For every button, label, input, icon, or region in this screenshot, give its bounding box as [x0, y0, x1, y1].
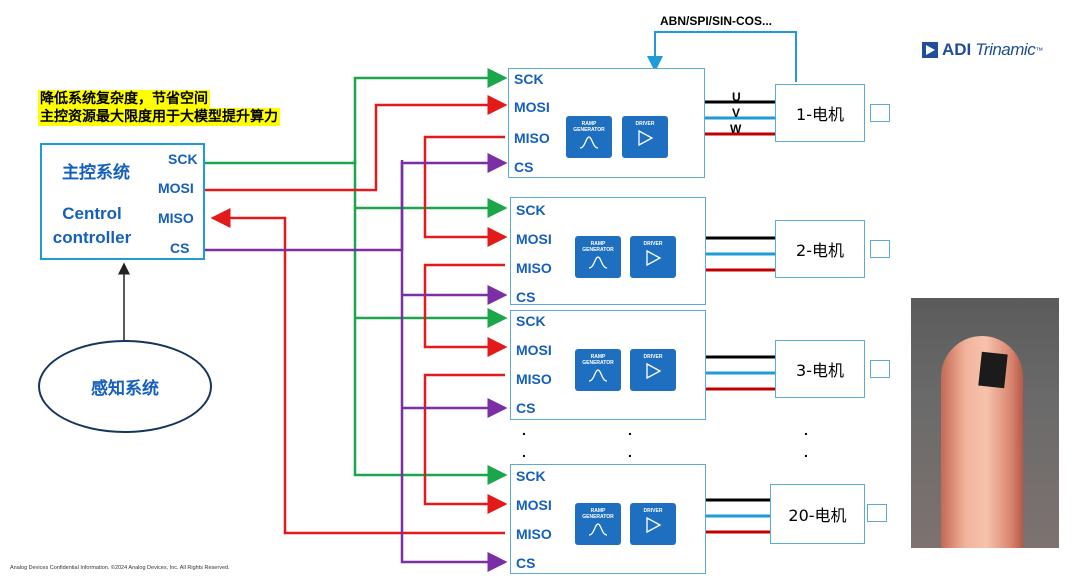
- sensing-system-label: 感知系统: [91, 379, 159, 399]
- ellipsis-dot: .: [628, 422, 632, 438]
- driver20-pin-mosi: MOSI: [516, 497, 552, 513]
- driver1-pin-mosi: MOSI: [514, 99, 550, 115]
- driver-block-3: DRIVER: [630, 349, 676, 391]
- driver-block-20: DRIVER: [630, 503, 676, 545]
- chip-on-finger-photo: [911, 298, 1059, 548]
- driver20-pin-miso: MISO: [516, 526, 552, 542]
- motor-1-shaft: [870, 104, 890, 122]
- controller-pin-mosi: MOSI: [158, 180, 194, 196]
- motor-3-shaft: [870, 360, 890, 378]
- motor-20-shaft: [867, 504, 887, 522]
- logo-tm: ™: [1035, 45, 1044, 55]
- phase-v-label: V: [732, 106, 741, 120]
- ramp-generator-block-3: RAMP GENERATOR: [575, 349, 621, 391]
- driver2-pin-cs: CS: [516, 289, 536, 305]
- motor-1-label: 1-电机: [796, 105, 844, 124]
- ramp-curve-icon: [588, 256, 608, 269]
- controller-title-cn: 主控系统: [62, 163, 130, 183]
- phase-w-label: W: [730, 122, 742, 136]
- phase-u-label: U: [732, 90, 741, 104]
- driver-triangle-icon: [646, 516, 662, 534]
- driver2-pin-mosi: MOSI: [516, 231, 552, 247]
- ramp-curve-icon: [588, 369, 608, 382]
- motor-20-label: 20-电机: [788, 506, 847, 525]
- driver1-pin-miso: MISO: [514, 130, 550, 146]
- motor-3: 3-电机: [775, 340, 865, 398]
- ramp-generator-block-20: RAMP GENERATOR: [575, 503, 621, 545]
- adi-trinamic-logo: ADI Trinamic ™: [922, 40, 1043, 60]
- ramp-generator-block-2: RAMP GENERATOR: [575, 236, 621, 278]
- miso-line: [210, 208, 505, 535]
- motor-1: 1-电机: [775, 84, 865, 142]
- driver2-pin-sck: SCK: [516, 202, 546, 218]
- driver3-pin-miso: MISO: [516, 371, 552, 387]
- ellipsis-dot: .: [522, 444, 526, 460]
- ellipsis-dot: .: [628, 444, 632, 460]
- driver-triangle-icon: [646, 362, 662, 380]
- note-line-2: 主控资源最大限度用于大模型提升算力: [38, 108, 280, 126]
- logo-adi-text: ADI: [942, 40, 972, 59]
- ramp-curve-icon: [588, 523, 608, 536]
- driver1-pin-cs: CS: [514, 159, 534, 175]
- adi-logo-icon: [922, 42, 938, 58]
- logo-trinamic-text: Trinamic: [975, 40, 1036, 59]
- driver20-pin-cs: CS: [516, 555, 536, 571]
- sck-bus: [205, 68, 508, 165]
- driver20-pin-sck: SCK: [516, 468, 546, 484]
- ellipsis-dot: .: [522, 422, 526, 438]
- ellipsis-dot: .: [804, 422, 808, 438]
- driver-triangle-icon: [638, 129, 654, 147]
- controller-title-en: Centrol controller: [52, 204, 132, 247]
- ellipsis-dot: .: [804, 444, 808, 460]
- driver1-pin-sck: SCK: [514, 71, 544, 87]
- driver-block-1: DRIVER: [622, 116, 668, 158]
- motor-20: 20-电机: [770, 484, 865, 544]
- mosi-line: [205, 95, 508, 192]
- encoder-feedback-line: [647, 31, 797, 82]
- controller-pin-sck: SCK: [168, 151, 198, 167]
- motor-2: 2-电机: [775, 220, 865, 278]
- driver3-pin-mosi: MOSI: [516, 342, 552, 358]
- motor-2-shaft: [870, 240, 890, 258]
- ramp-generator-block-1: RAMP GENERATOR: [566, 116, 612, 158]
- driver2-pin-miso: MISO: [516, 260, 552, 276]
- footer-copyright: Analog Devices Confidential Information.…: [10, 565, 230, 571]
- sensing-system-ellipse: 感知系统: [38, 340, 212, 433]
- motor-2-label: 2-电机: [796, 241, 844, 260]
- driver-block-2: DRIVER: [630, 236, 676, 278]
- driver-triangle-icon: [646, 249, 662, 267]
- main-controller-box: [40, 143, 205, 260]
- controller-pin-miso: MISO: [158, 210, 194, 226]
- driver3-pin-cs: CS: [516, 400, 536, 416]
- chip-image: [978, 351, 1008, 389]
- encoder-label: ABN/SPI/SIN-COS...: [660, 14, 773, 28]
- motor-3-label: 3-电机: [796, 361, 844, 380]
- controller-pin-cs: CS: [170, 240, 190, 256]
- driver3-pin-sck: SCK: [516, 313, 546, 329]
- ramp-curve-icon: [579, 136, 599, 149]
- note-line-1: 降低系统复杂度，节省空间: [38, 90, 210, 108]
